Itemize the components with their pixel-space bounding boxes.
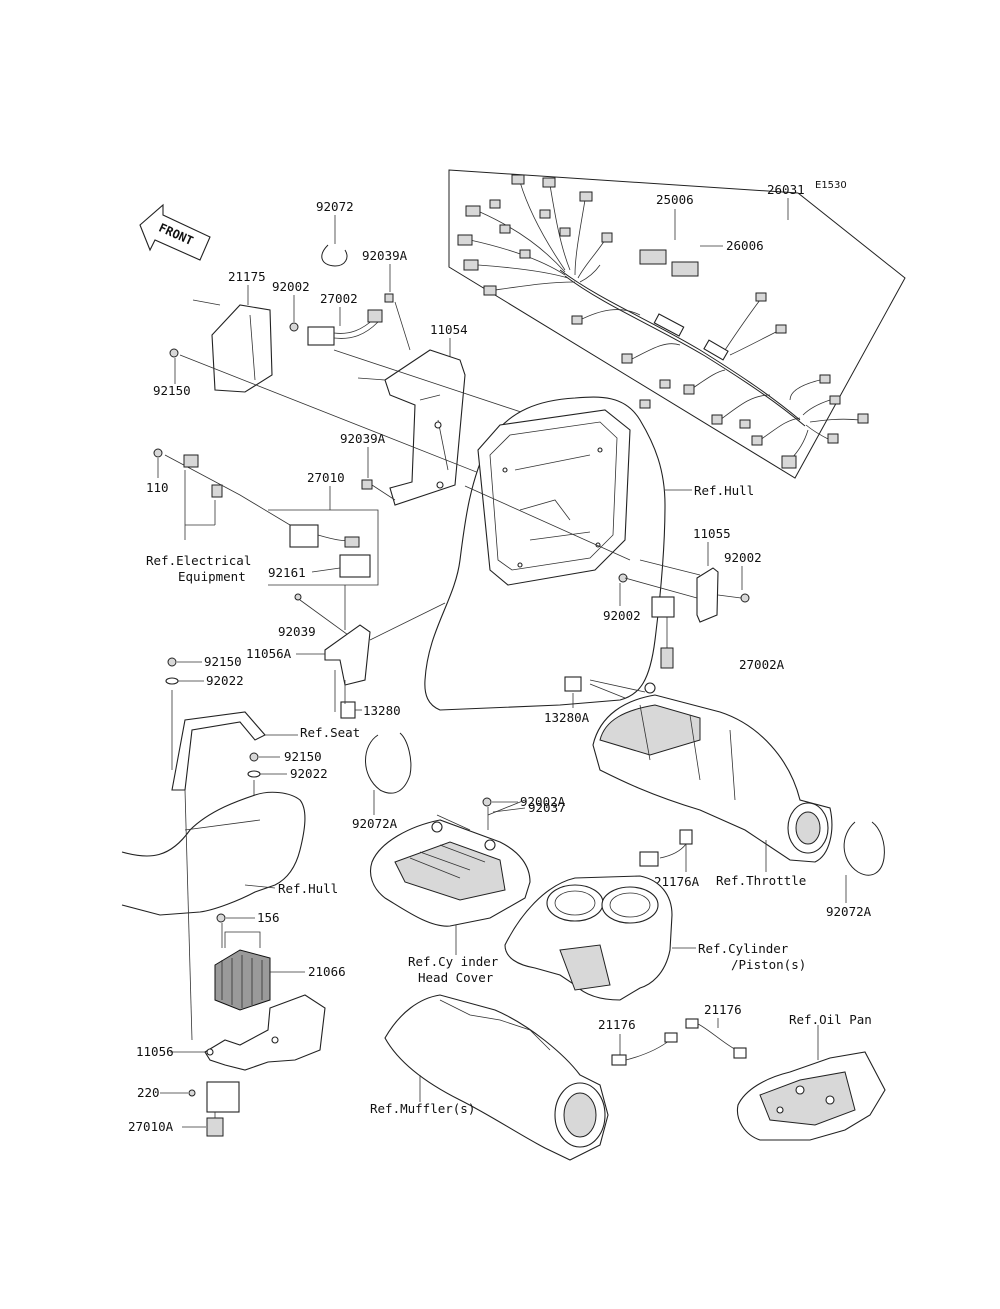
part-92150-left: 92150 bbox=[153, 383, 191, 398]
part-92072A-r: 92072A bbox=[826, 904, 872, 919]
clamp-92072: 92072 bbox=[316, 199, 354, 267]
clamp-92072A-left: 92072A bbox=[352, 732, 412, 831]
relay-27010: 27010 92161 bbox=[268, 470, 379, 630]
bracket-11055: 11055 92002 92002 27002A bbox=[603, 526, 785, 672]
ref-oil-pan: Ref.Oil Pan bbox=[789, 1012, 872, 1027]
part-110: 110 bbox=[146, 480, 169, 495]
ref-hull-bottom: Ref.Hull bbox=[278, 881, 338, 896]
throttle-body: 13280A Ref.Throttle bbox=[544, 676, 833, 888]
part-92161: 92161 bbox=[268, 565, 306, 580]
hull-upper: Ref.Hull bbox=[424, 396, 754, 711]
bracket-11054: 92039A 11054 bbox=[357, 248, 468, 506]
ref-seat: Ref.Seat bbox=[300, 725, 360, 740]
relay-27010A: 220 27010A bbox=[128, 1081, 240, 1137]
part-92022-a: 92022 bbox=[206, 673, 244, 688]
part-92150-a: 92150 bbox=[204, 654, 242, 669]
relay-27002: 92002 27002 bbox=[272, 279, 546, 421]
part-27010A: 27010A bbox=[128, 1119, 174, 1134]
ref-muffler: Ref.Muffler(s) bbox=[370, 1101, 475, 1116]
bracket-11056A: 92039 11056A 13280 bbox=[246, 593, 446, 719]
part-11054: 11054 bbox=[430, 322, 468, 337]
part-27002A: 27002A bbox=[739, 657, 785, 672]
part-92002-r: 92002 bbox=[724, 550, 762, 565]
part-92072: 92072 bbox=[316, 199, 354, 214]
regulator-21066: 156 21066 11056 bbox=[136, 910, 346, 1071]
part-156: 156 bbox=[257, 910, 280, 925]
part-92150-b: 92150 bbox=[284, 749, 322, 764]
ref-cylinder-2: /Piston(s) bbox=[731, 957, 806, 972]
part-92002-r2: 92002 bbox=[603, 608, 641, 623]
ref-cyl-head-2: Head Cover bbox=[418, 970, 494, 985]
ref-cylinder-1: Ref.Cylinder bbox=[698, 941, 789, 956]
ref-electrical-2: Equipment bbox=[178, 569, 246, 584]
part-21066: 21066 bbox=[308, 964, 346, 979]
wire-harness-box: E1530 bbox=[448, 169, 906, 479]
part-11056A: 11056A bbox=[246, 646, 292, 661]
part-21176-a: 21176 bbox=[598, 1017, 636, 1032]
ecu-21175: 21175 92150 bbox=[153, 269, 561, 506]
electrical-ref-group: 110 Ref.Electrical Equipment bbox=[146, 448, 291, 584]
cylinder-block: Ref.Cylinder /Piston(s) bbox=[504, 875, 806, 1001]
clamp-92072A-right: 92072A bbox=[826, 821, 885, 919]
part-27010: 27010 bbox=[307, 470, 345, 485]
part-92002-top: 92002 bbox=[272, 279, 310, 294]
ref-hull-top: Ref.Hull bbox=[694, 483, 754, 498]
part-92002A: 92002A bbox=[520, 794, 566, 809]
part-26031: 26031 bbox=[767, 182, 805, 197]
part-92022-b: 92022 bbox=[290, 766, 328, 781]
part-11056: 11056 bbox=[136, 1044, 174, 1059]
part-92039A-mid: 92039A bbox=[340, 431, 386, 446]
seat-bracket: 92150 92022 Ref.Seat 92150 92022 bbox=[165, 654, 360, 830]
front-arrow-icon: FRONT bbox=[139, 203, 211, 261]
part-13280A: 13280A bbox=[544, 710, 590, 725]
ref-throttle: Ref.Throttle bbox=[716, 873, 806, 888]
sensor-21176A: 21176A bbox=[639, 829, 700, 889]
ref-electrical-1: Ref.Electrical bbox=[146, 553, 251, 568]
sensor-21176: 21176 21176 bbox=[598, 1002, 747, 1066]
part-21176-b: 21176 bbox=[704, 1002, 742, 1017]
harness-connectors bbox=[457, 174, 869, 469]
part-92039A-top: 92039A bbox=[362, 248, 408, 263]
part-27002: 27002 bbox=[320, 291, 358, 306]
part-92039: 92039 bbox=[278, 624, 316, 639]
part-13280: 13280 bbox=[363, 703, 401, 718]
part-26006: 26006 bbox=[726, 238, 764, 253]
diagram-code: E1530 bbox=[815, 180, 847, 191]
part-21175: 21175 bbox=[228, 269, 266, 284]
part-92037: 92037 bbox=[528, 800, 566, 815]
screw-92039A-mid: 92039A bbox=[340, 431, 396, 501]
part-11055: 11055 bbox=[693, 526, 731, 541]
oil-pan: Ref.Oil Pan bbox=[736, 1012, 886, 1141]
part-25006: 25006 bbox=[656, 192, 694, 207]
part-21176A: 21176A bbox=[654, 874, 700, 889]
hull-lower: Ref.Hull bbox=[121, 789, 338, 1041]
muffler: Ref.Muffler(s) bbox=[370, 994, 609, 1161]
part-92072A-l: 92072A bbox=[352, 816, 398, 831]
part-220: 220 bbox=[137, 1085, 160, 1100]
cylinder-head-cover: 92002A 92037 Ref.Cy inder Head Cover bbox=[369, 794, 566, 985]
ref-cyl-head-1: Ref.Cy inder bbox=[408, 954, 499, 969]
